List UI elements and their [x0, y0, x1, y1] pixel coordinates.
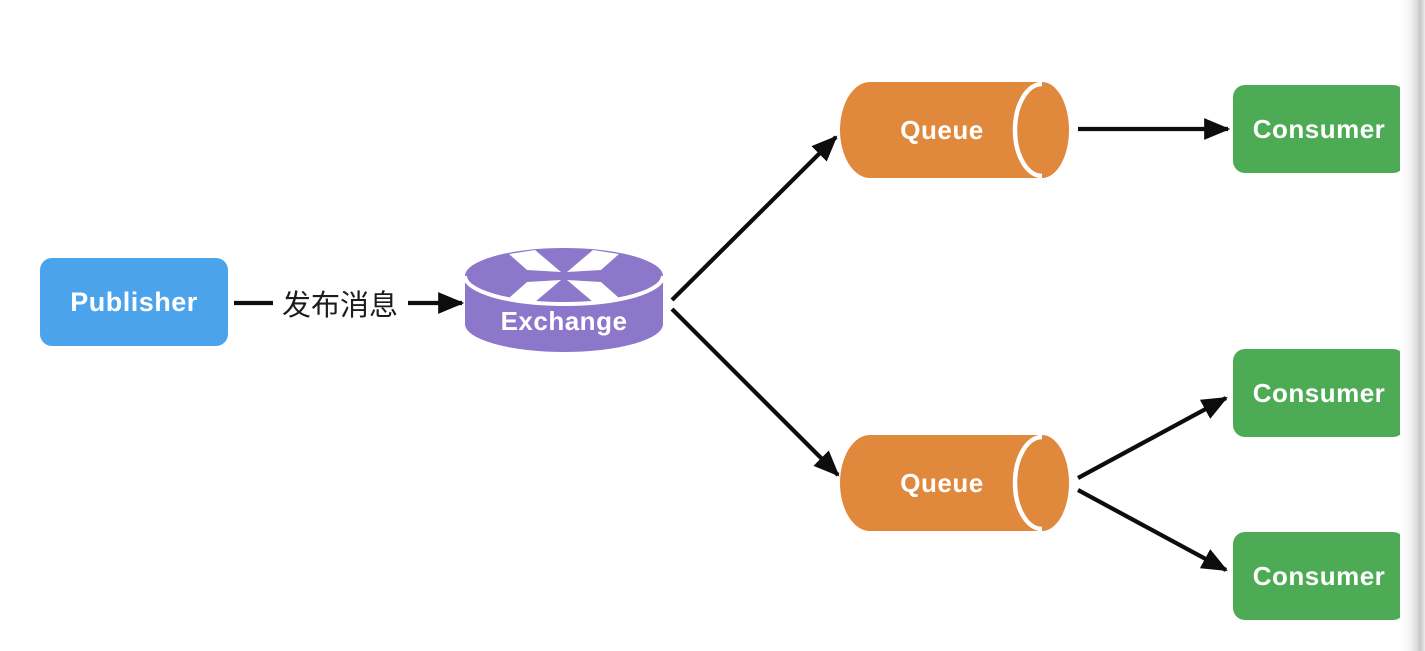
publisher-box: Publisher [40, 258, 228, 346]
queue1-cylinder [840, 82, 1069, 178]
arrow-queue2-to-consumer2 [1077, 396, 1228, 480]
arrow-queue2-to-consumer3 [1077, 488, 1228, 572]
queue2-cylinder [840, 435, 1069, 531]
consumer3-box: Consumer [1233, 532, 1405, 620]
consumer1-box: Consumer [1233, 85, 1405, 173]
consumer3-label: Consumer [1252, 560, 1386, 591]
arrow-exchange-to-queue2 [670, 307, 840, 477]
queue2-cap [1015, 435, 1069, 531]
queue1-body [840, 82, 1042, 178]
queue2-cap-line [1012, 435, 1043, 531]
queue1-cap [1015, 82, 1069, 178]
consumer2-label: Consumer [1252, 377, 1386, 408]
exchange-cylinder-rim [465, 275, 663, 306]
page-edge-shadow [1400, 0, 1425, 651]
publisher-label: Publisher [70, 286, 198, 317]
queue1-cap-line [1012, 82, 1043, 178]
queue2-body [840, 435, 1042, 531]
exchange-cylinder [465, 248, 663, 352]
consumer1-label: Consumer [1252, 113, 1386, 144]
arrow-exchange-to-queue1 [670, 135, 838, 302]
publish-flow-label: 发布消息 [281, 290, 398, 322]
exchange-routing-icon [509, 250, 619, 302]
consumer2-box: Consumer [1233, 349, 1405, 437]
exchange-cylinder-top [465, 248, 663, 304]
